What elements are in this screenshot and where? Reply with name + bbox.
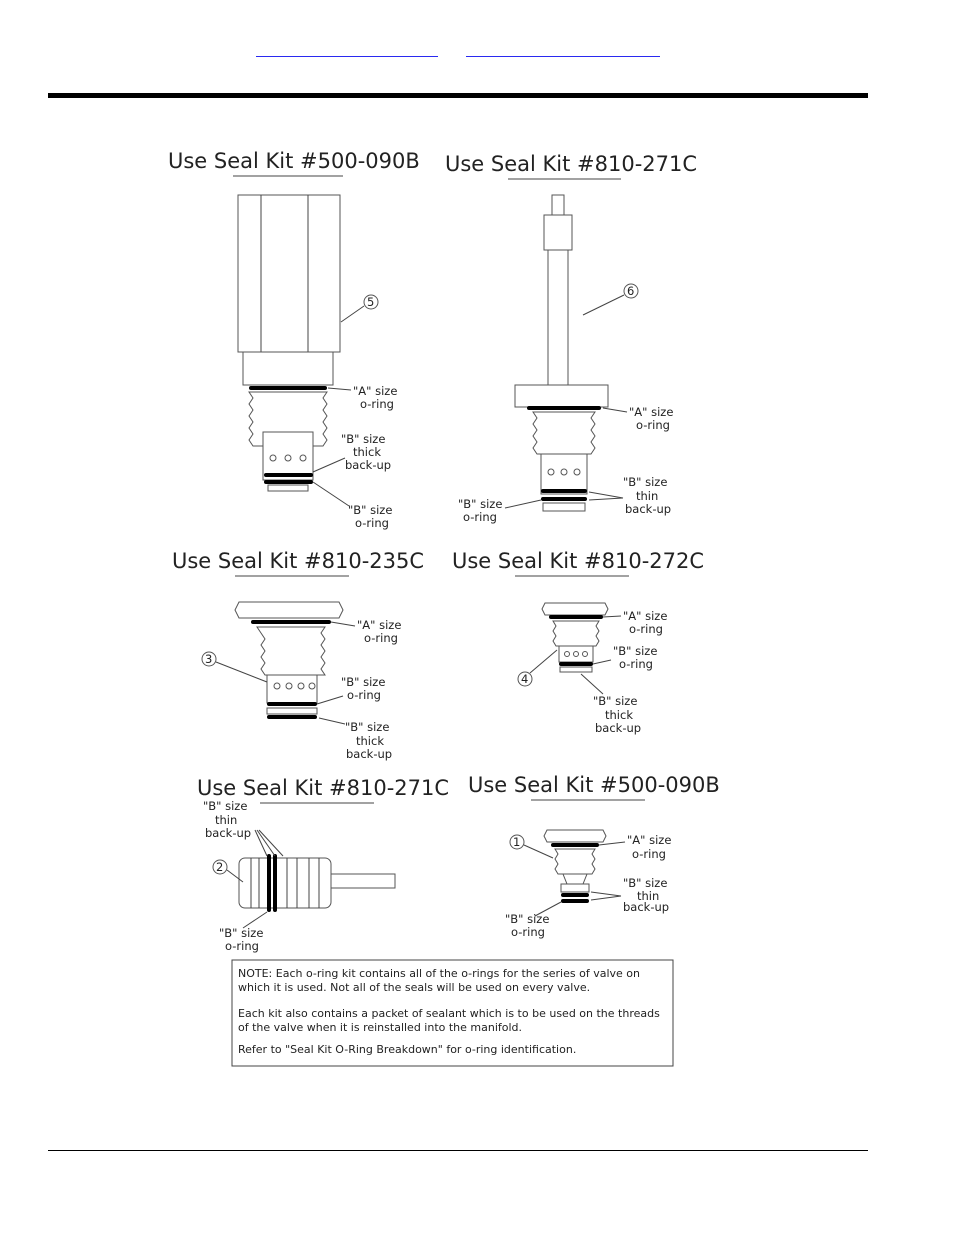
label-b-thick-backup: "B" size thick back-up [580,673,641,735]
svg-text:o-ring: o-ring [364,631,398,645]
panel-500-090b-bottom: Use Seal Kit #500-090B 1 "A" size o-ring… [468,773,720,939]
callout-1 [509,834,525,850]
footer-rule [48,1150,868,1151]
svg-text:back-up: back-up [345,458,391,472]
label-b-oring: "B" size o-ring [316,675,385,705]
svg-text:o-ring: o-ring [225,939,259,953]
label-b-oring: "B" size o-ring [592,644,657,671]
svg-text:o-ring: o-ring [463,510,497,524]
svg-text:"B" size: "B" size [341,432,385,446]
svg-text:back-up: back-up [346,747,392,761]
note-line: of the valve when it is reinstalled into… [238,1021,522,1034]
valve-cartridge-3 [234,601,344,719]
panel-810-271c-top: Use Seal Kit #810-271C 6 "A" size o-ring… [445,152,697,524]
valve-cartridge-2 [238,854,396,912]
svg-text:back-up: back-up [205,826,251,840]
seal-kit-diagram: Use Seal Kit #500-090B 5 "A" size o-ring… [163,140,720,1075]
svg-text:thin: thin [215,813,237,827]
svg-text:thin: thin [637,889,659,903]
note-line: Refer to "Seal Kit O-Ring Breakdown" for… [238,1043,576,1056]
svg-text:"B" size: "B" size [613,644,657,658]
svg-text:"B" size: "B" size [348,503,392,517]
panel-810-271c-bottom: Use Seal Kit #810-271C 2 "B" size thin b… [197,776,449,953]
header-rule [48,93,868,98]
svg-text:"B" size: "B" size [623,475,667,489]
header-link-2[interactable] [466,42,660,57]
svg-text:o-ring: o-ring [347,688,381,702]
svg-text:thick: thick [353,445,381,459]
panel-title: Use Seal Kit #500-090B [468,773,720,797]
label-a-oring: "A" size o-ring [330,618,401,645]
panel-810-272c: Use Seal Kit #810-272C 4 "A" size o-ring… [452,549,704,735]
label-a-oring: "A" size o-ring [602,609,667,636]
svg-text:"B" size: "B" size [219,926,263,940]
label-b-thick-backup: "B" size thick back-up [312,432,391,473]
svg-text:"A" size: "A" size [629,405,673,419]
label-b-thick-backup: "B" size thick back-up [318,717,392,761]
panel-810-235c: Use Seal Kit #810-235C 3 "A" size o-ring… [172,549,424,761]
svg-text:"B" size: "B" size [341,675,385,689]
panel-title: Use Seal Kit #810-271C [197,776,449,800]
svg-text:4: 4 [521,672,528,686]
svg-text:o-ring: o-ring [636,418,670,432]
label-b-thin-backup: "B" size thin back-up [588,475,671,516]
panel-title: Use Seal Kit #810-272C [452,549,704,573]
svg-text:back-up: back-up [623,900,669,914]
svg-text:o-ring: o-ring [619,657,653,671]
svg-text:thin: thin [636,489,658,503]
panel-500-090b-top: Use Seal Kit #500-090B 5 "A" size o-ring… [168,149,420,530]
callout-2 [212,859,228,875]
valve-cartridge-4 [541,602,609,673]
callout-5 [363,294,379,310]
label-b-oring: "B" size o-ring [505,901,562,939]
panel-title: Use Seal Kit #810-271C [445,152,697,176]
label-a-oring: "A" size o-ring [327,384,397,411]
svg-text:"A" size: "A" size [357,618,401,632]
svg-text:"A" size: "A" size [623,609,667,623]
callout-4 [517,671,533,687]
svg-text:thick: thick [356,734,384,748]
note-line: NOTE: Each o-ring kit contains all of th… [238,967,640,980]
svg-text:"A" size: "A" size [353,384,397,398]
svg-text:5: 5 [367,295,374,309]
header-link-1[interactable] [256,42,438,57]
valve-cartridge-1 [543,829,607,903]
callout-3 [201,651,217,667]
label-b-oring: "B" size o-ring [458,497,542,524]
svg-text:o-ring: o-ring [355,516,389,530]
valve-cartridge-6 [514,194,609,512]
note-line: Each kit also contains a packet of seala… [238,1007,660,1020]
panel-title: Use Seal Kit #500-090B [168,149,420,173]
label-b-thin-backup: "B" size thin back-up [590,876,669,914]
svg-text:"B" size: "B" size [593,694,637,708]
label-b-thin-backup: "B" size thin back-up [203,799,284,857]
label-b-oring: "B" size o-ring [219,911,268,953]
svg-text:1: 1 [513,835,520,849]
svg-text:o-ring: o-ring [360,397,394,411]
svg-text:"B" size: "B" size [623,876,667,890]
svg-text:o-ring: o-ring [632,847,666,861]
svg-text:"A" size: "A" size [627,833,671,847]
svg-text:"B" size: "B" size [458,497,502,511]
svg-text:o-ring: o-ring [511,925,545,939]
svg-text:o-ring: o-ring [629,622,663,636]
svg-text:3: 3 [205,652,212,666]
svg-text:"B" size: "B" size [505,912,549,926]
valve-cartridge-5 [237,194,341,492]
callout-6 [623,283,639,299]
svg-text:6: 6 [627,284,634,298]
label-a-oring: "A" size o-ring [598,833,671,861]
svg-text:2: 2 [216,860,223,874]
note-line: which it is used. Not all of the seals w… [238,981,590,994]
svg-text:back-up: back-up [625,502,671,516]
svg-text:"B" size: "B" size [345,720,389,734]
svg-text:"B" size: "B" size [203,799,247,813]
panel-title: Use Seal Kit #810-235C [172,549,424,573]
svg-text:thick: thick [605,708,633,722]
label-a-oring: "A" size o-ring [602,405,673,432]
svg-text:back-up: back-up [595,721,641,735]
label-b-oring: "B" size o-ring [312,481,392,530]
note-box: NOTE: Each o-ring kit contains all of th… [231,959,674,1067]
